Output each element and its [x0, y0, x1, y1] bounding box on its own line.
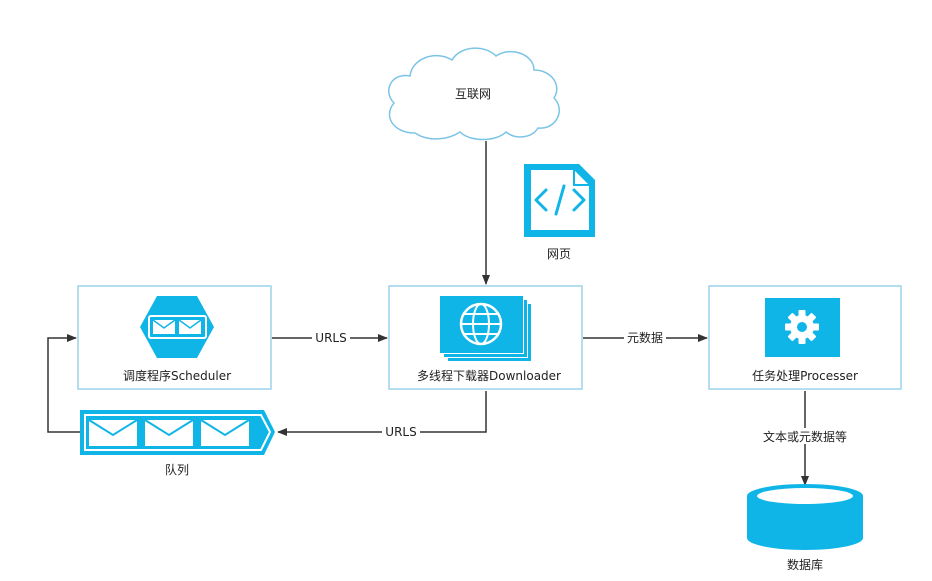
scheduler-node: 调度程序Scheduler: [77, 285, 272, 390]
queue-hexagon-icon: [140, 296, 214, 358]
edge-label-urls-top: URLS: [315, 331, 346, 345]
edge-downloader-to-queue: [277, 391, 487, 436]
code-file-icon: [524, 164, 595, 237]
internet-label: 互联网: [455, 87, 491, 101]
edge-label-urls-bottom: URLS: [385, 425, 416, 439]
edge-label-metadata: 元数据: [627, 330, 663, 345]
edge-queue-to-scheduler: [47, 334, 80, 433]
queue-label: 队列: [165, 462, 189, 477]
processer-node: 任务处理Processer: [708, 285, 902, 390]
database-label: 数据库: [787, 557, 823, 572]
scheduler-label: 调度程序Scheduler: [123, 368, 231, 383]
processer-label: 任务处理Processer: [752, 368, 858, 383]
envelope-queue-icon: [80, 410, 275, 455]
downloader-node: 多线程下载器Downloader: [388, 285, 583, 390]
webpage-label: 网页: [547, 247, 571, 261]
globe-stack-icon: [440, 296, 531, 361]
database-icon: [747, 484, 863, 550]
gear-icon: [765, 298, 840, 357]
edge-label-text-or-metadata: 文本或元数据等: [763, 429, 847, 444]
database-node: 数据库: [747, 484, 863, 572]
cloud-icon: [388, 47, 560, 141]
queue-node: 队列: [80, 410, 275, 477]
webpage-node: 网页: [524, 164, 595, 261]
downloader-label: 多线程下载器Downloader: [417, 368, 561, 383]
internet-node: 互联网: [388, 47, 560, 141]
